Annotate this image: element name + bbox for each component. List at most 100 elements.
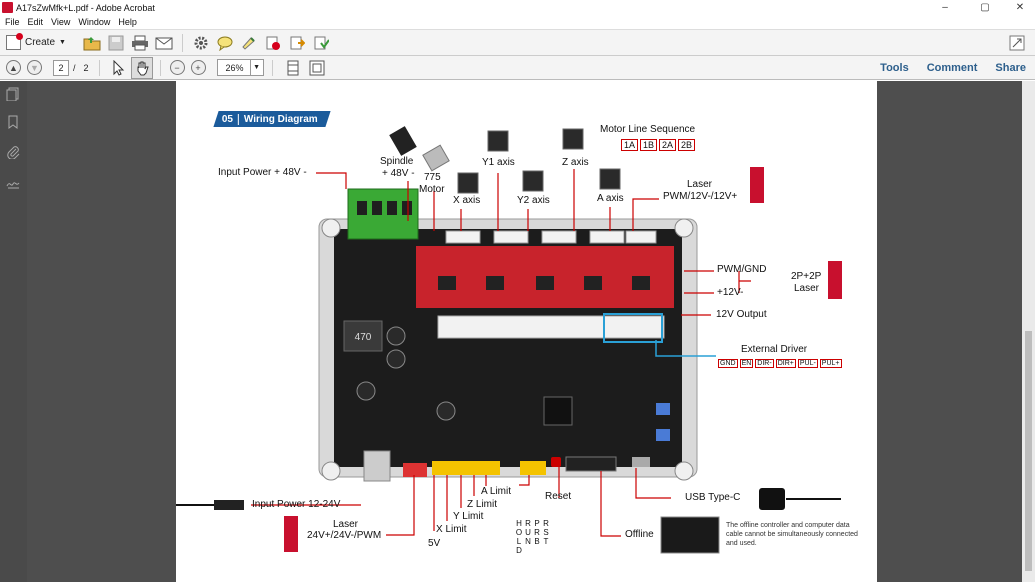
- hand-tool-icon[interactable]: [130, 56, 153, 79]
- y2-axis-label: Y2 axis: [517, 195, 550, 206]
- comment-tab[interactable]: Comment: [926, 62, 978, 74]
- motor-label: Motor: [419, 184, 445, 195]
- attachment-icon[interactable]: [6, 145, 20, 160]
- gear-icon[interactable]: [190, 32, 212, 54]
- capacitor: [386, 349, 406, 369]
- input-power-12-24v-label: Input Power 12-24V: [252, 499, 341, 510]
- zoom-in-icon[interactable]: +: [190, 60, 206, 75]
- protect-icon[interactable]: [310, 32, 332, 54]
- terminal-screws: [357, 201, 412, 215]
- open-icon[interactable]: [81, 32, 103, 54]
- pwm-gnd-label: PWM/GND: [717, 264, 767, 275]
- pin-en: EN: [739, 359, 754, 368]
- usb-c-plug: [759, 488, 785, 510]
- maximize-button[interactable]: ▢: [980, 2, 990, 13]
- side-switch: [656, 429, 670, 441]
- menu-view[interactable]: View: [51, 17, 71, 27]
- external-driver-label: External Driver: [741, 344, 808, 355]
- reset-label: Reset: [545, 491, 572, 502]
- minimize-button[interactable]: –: [942, 2, 948, 13]
- laser-bottom-label: Laser: [333, 519, 359, 530]
- capacitor: [436, 401, 456, 421]
- motor-line-sequence-label: Motor Line Sequence: [600, 124, 696, 135]
- vertical-scrollbar[interactable]: [1022, 81, 1035, 582]
- output-12v-label: 12V Output: [716, 309, 767, 320]
- usb-port: [632, 457, 650, 467]
- pdf-page: 05 Wiring Diagram: [176, 81, 877, 582]
- expand-icon[interactable]: [1006, 32, 1028, 54]
- mcu-chip: [543, 396, 573, 426]
- select-cursor-icon[interactable]: [107, 57, 129, 79]
- dc-jack: [363, 450, 391, 482]
- laser-module-right: [828, 261, 842, 299]
- comment-icon[interactable]: [214, 32, 236, 54]
- prev-page-icon[interactable]: ▲: [6, 60, 21, 75]
- chevron-down-icon: ▼: [249, 60, 263, 75]
- fit-page-icon[interactable]: [306, 57, 328, 79]
- sequence-2a: 2A: [659, 139, 677, 151]
- x-limit-label: X Limit: [436, 524, 467, 535]
- standoff: [321, 461, 341, 481]
- sign-icon[interactable]: [262, 32, 284, 54]
- a-limit-label: A Limit: [481, 486, 512, 497]
- save-icon[interactable]: [105, 32, 127, 54]
- spindle-voltage-label: + 48V -: [382, 168, 415, 179]
- laser-connector: [403, 463, 427, 477]
- scroll-mode-icon[interactable]: [282, 57, 304, 79]
- next-page-icon[interactable]: ▼: [27, 60, 42, 75]
- pin-pul-minus: PUL-: [797, 359, 818, 368]
- acrobat-icon: [2, 2, 13, 13]
- offline-label: Offline: [625, 529, 654, 540]
- driver-chips: [438, 276, 650, 290]
- zoom-out-icon[interactable]: −: [169, 60, 185, 75]
- capacitor: [356, 381, 376, 401]
- zoom-level-select[interactable]: 26% ▼: [216, 59, 264, 76]
- create-label: Create: [25, 37, 56, 48]
- right-tabs: Tools Comment Share: [871, 56, 1035, 80]
- inductor: [343, 320, 383, 352]
- highlight-icon[interactable]: [238, 32, 260, 54]
- y1-axis-label: Y1 axis: [482, 157, 515, 168]
- y-limit-label: Y Limit: [453, 511, 484, 522]
- spindle-motor: [389, 126, 417, 156]
- page-number-input[interactable]: 2: [53, 59, 69, 76]
- offline-controller: [660, 516, 720, 554]
- signature-icon[interactable]: [6, 175, 20, 189]
- menu-window[interactable]: Window: [78, 17, 111, 27]
- window-title: A17sZwMfk+L.pdf - Adobe Acrobat: [16, 2, 155, 13]
- menu-bar: File Edit View Window Help: [0, 15, 1035, 29]
- spindle-label: Spindle: [380, 156, 414, 167]
- menu-help[interactable]: Help: [118, 17, 137, 27]
- standoff: [321, 218, 341, 238]
- limit-connectors: [432, 461, 500, 475]
- menu-file[interactable]: File: [5, 17, 20, 27]
- print-icon[interactable]: [129, 32, 151, 54]
- scrollbar-thumb[interactable]: [1025, 331, 1032, 571]
- external-driver-pins: GND EN DIR- DIR+ PUL- PUL+: [718, 359, 844, 368]
- motor-775: [422, 144, 450, 172]
- page-thumbnails-icon[interactable]: [6, 87, 20, 102]
- control-connectors: [520, 461, 546, 475]
- navigation-toolbar: ▲ ▼ 2 / 2 − + 26% ▼: [0, 56, 1035, 80]
- pin-pul-plus: PUL+: [819, 359, 842, 368]
- close-button[interactable]: ✕: [1015, 2, 1025, 13]
- email-icon[interactable]: [153, 32, 175, 54]
- create-button[interactable]: Create ▼: [6, 33, 66, 50]
- menu-edit[interactable]: Edit: [27, 17, 44, 27]
- share-tab[interactable]: Share: [995, 62, 1026, 74]
- tools-tab[interactable]: Tools: [880, 62, 909, 74]
- capacitor: [386, 326, 406, 346]
- chevron-down-icon: ▼: [59, 39, 66, 46]
- pin-dir-minus: DIR-: [755, 359, 774, 368]
- motor-connectors: [445, 230, 657, 244]
- export-icon[interactable]: [286, 32, 308, 54]
- external-driver-connectors: [437, 315, 665, 339]
- bookmark-icon[interactable]: [6, 115, 20, 129]
- laser-2p2p-label-2: Laser: [794, 283, 820, 294]
- motor-775-label: 775: [424, 172, 441, 183]
- main-toolbar: Create ▼: [0, 29, 1035, 56]
- external-driver-highlight: [603, 313, 663, 343]
